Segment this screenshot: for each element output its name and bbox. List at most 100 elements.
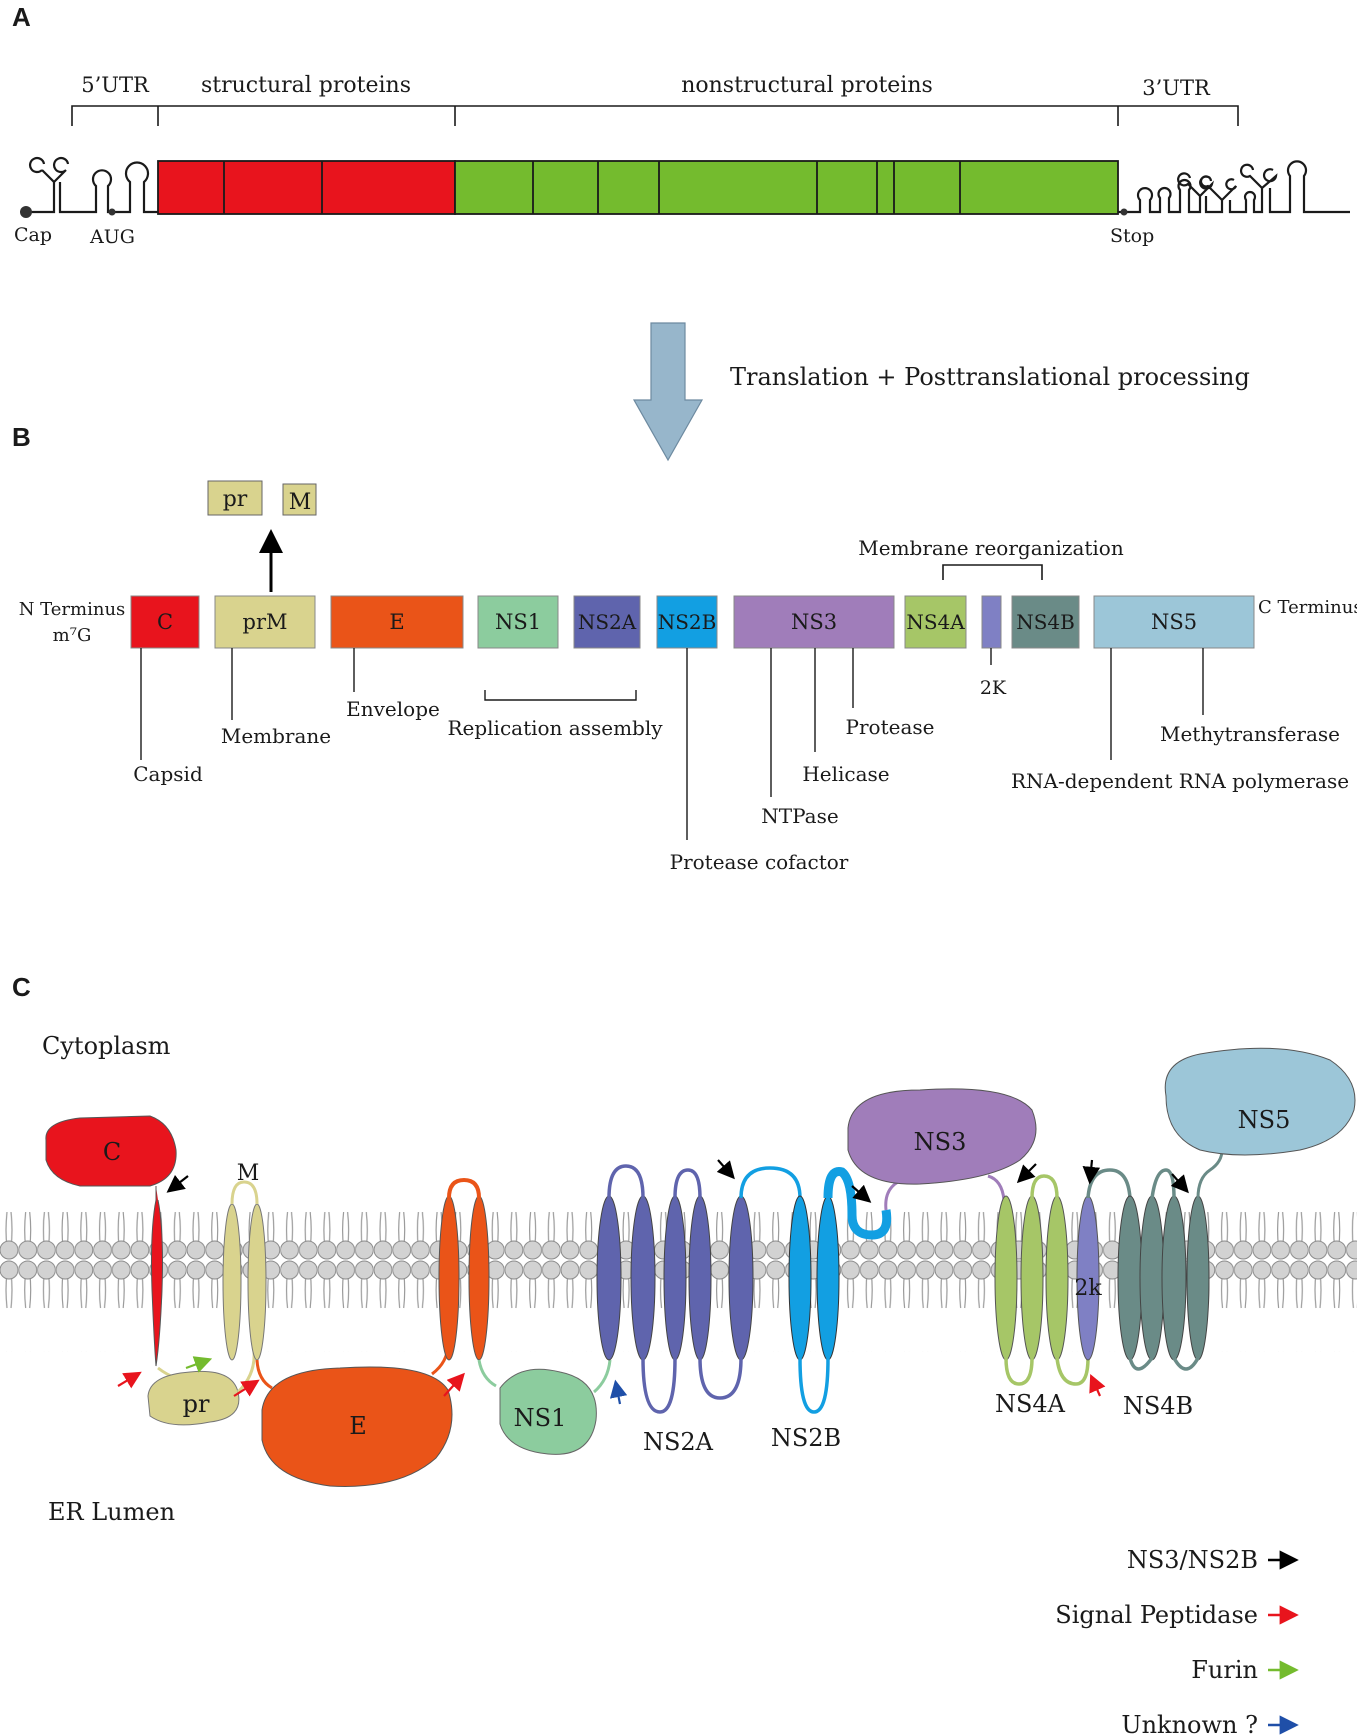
c-anchor-helix xyxy=(151,1186,163,1367)
n-terminus-cap-label: m⁷G xyxy=(53,625,92,646)
membrane-reorganization-label: Membrane reorganization xyxy=(858,536,1124,560)
k2-label: 2k xyxy=(1074,1276,1102,1301)
structural-proteins-label: structural proteins xyxy=(201,73,411,98)
legend-label-0: NS3/NS2B xyxy=(1127,1546,1258,1574)
pr-fragment-label: pr xyxy=(223,487,248,512)
protein-label-ns1: NS1 xyxy=(495,610,541,634)
replication-assembly-label: Replication assembly xyxy=(447,716,663,740)
protein-label-ns3: NS3 xyxy=(791,610,837,634)
aug-dot xyxy=(108,208,116,216)
region-brackets xyxy=(71,105,1239,126)
e-helix-2 xyxy=(468,1195,490,1361)
protein-box-e xyxy=(330,595,464,649)
protein-label-ns2b: NS2B xyxy=(658,610,717,634)
protein-box-ns1 xyxy=(477,595,559,649)
protein-box-ns5 xyxy=(1093,595,1255,649)
protein-box-ns3 xyxy=(733,595,895,649)
utr3-stemloops xyxy=(1118,160,1350,214)
cleavage-site-arrows xyxy=(117,1159,1189,1405)
panel-a-label: A xyxy=(12,2,31,32)
protein-label-prm: prM xyxy=(243,610,288,634)
protein-box-c xyxy=(130,595,200,649)
protein-label-ns4a: NS4A xyxy=(906,610,965,634)
protein-label-e: E xyxy=(389,610,404,634)
panel-b-label: B xyxy=(12,422,31,452)
protein-label-ns2a: NS2A xyxy=(578,610,637,634)
pr-domain xyxy=(147,1370,240,1426)
protein-label-ns4b: NS4B xyxy=(1016,610,1075,634)
function-leader-lines xyxy=(140,648,1204,840)
ns5-label: NS5 xyxy=(1238,1106,1291,1134)
ns3-domain xyxy=(847,1088,1037,1185)
nonstructural-proteins-label: nonstructural proteins xyxy=(681,73,933,98)
cap-label: Cap xyxy=(14,224,52,246)
c-protein-label: C xyxy=(103,1138,121,1166)
c-terminus-label: C Terminus xyxy=(1258,597,1357,618)
membrane-label: Membrane xyxy=(221,724,331,748)
stop-label: Stop xyxy=(1110,225,1154,247)
protein-box-prm xyxy=(214,595,316,649)
protein-box-ns2a xyxy=(573,595,641,649)
nonstructural-orf-block xyxy=(454,160,1119,215)
m-helix-1 xyxy=(222,1203,242,1361)
envelope-label: Envelope xyxy=(346,697,440,721)
m-fragment-label: M xyxy=(289,490,312,515)
cap-dot xyxy=(20,206,32,218)
utr3-label: 3’UTR xyxy=(1142,76,1211,100)
ns2b-label: NS2B xyxy=(771,1424,841,1452)
stop-dot xyxy=(1120,208,1128,216)
pr-fragment-box xyxy=(207,480,263,516)
aug-label: AUG xyxy=(89,226,135,248)
protein-label-c: C xyxy=(157,610,173,634)
legend-label-2: Furin xyxy=(1191,1656,1258,1684)
cytoplasm-label: Cytoplasm xyxy=(42,1032,171,1060)
ns2b-helices xyxy=(788,1195,840,1361)
m-fragment-box xyxy=(282,483,317,516)
e-protein-label: E xyxy=(349,1412,367,1440)
protein-box-ns4b xyxy=(1011,595,1080,649)
utr5-stemloops xyxy=(26,157,158,214)
e-domain xyxy=(261,1366,453,1487)
e-helix-1 xyxy=(438,1195,460,1361)
n-terminus-label: N Terminus xyxy=(19,599,126,620)
legend-label-3: Unknown ? xyxy=(1121,1711,1258,1735)
m-helix-2 xyxy=(247,1203,267,1361)
protein-label-ns5: NS5 xyxy=(1151,610,1197,634)
utr5-label: 5’UTR xyxy=(81,73,150,97)
protein-box-k2 xyxy=(981,595,1002,649)
er-lumen-label: ER Lumen xyxy=(48,1498,175,1526)
c-protein-domain xyxy=(45,1115,177,1187)
rdrp-label: RNA-dependent RNA polymerase xyxy=(1011,769,1349,793)
legend-label-1: Signal Peptidase xyxy=(1055,1601,1258,1629)
methyltransferase-label: Methytransferase xyxy=(1160,722,1340,746)
protein-box-ns4a xyxy=(904,595,967,649)
k2-function-label: 2K xyxy=(980,677,1007,699)
protein-box-ns2b xyxy=(656,595,718,649)
ns5-domain xyxy=(1164,1047,1356,1156)
protease-cofactor-label: Protease cofactor xyxy=(670,850,849,874)
protease-label: Protease xyxy=(846,715,935,739)
ns4b-helices xyxy=(1117,1195,1210,1361)
pr-domain-label: pr xyxy=(183,1390,210,1418)
panel-c-label: C xyxy=(12,972,31,1002)
capsid-label: Capsid xyxy=(133,762,203,786)
ns4a-label: NS4A xyxy=(995,1390,1066,1418)
translation-arrow xyxy=(632,322,704,462)
helicase-label: Helicase xyxy=(802,762,889,786)
ns1-label: NS1 xyxy=(514,1404,567,1432)
structural-orf-block xyxy=(157,160,456,215)
ns1-domain xyxy=(499,1368,597,1455)
genome-orf xyxy=(157,160,1119,215)
ns3-label: NS3 xyxy=(914,1128,967,1156)
ntpase-label: NTPase xyxy=(761,804,838,828)
m-protein-label: M xyxy=(237,1161,260,1186)
ns2a-label: NS2A xyxy=(643,1428,714,1456)
translation-label: Translation + Posttranslational processi… xyxy=(730,363,1250,391)
ns2b-loop xyxy=(823,1167,892,1240)
membrane-reorganization-bracket xyxy=(942,564,1043,580)
ns4a-helices xyxy=(994,1195,1069,1361)
ns4b-label: NS4B xyxy=(1123,1392,1193,1420)
